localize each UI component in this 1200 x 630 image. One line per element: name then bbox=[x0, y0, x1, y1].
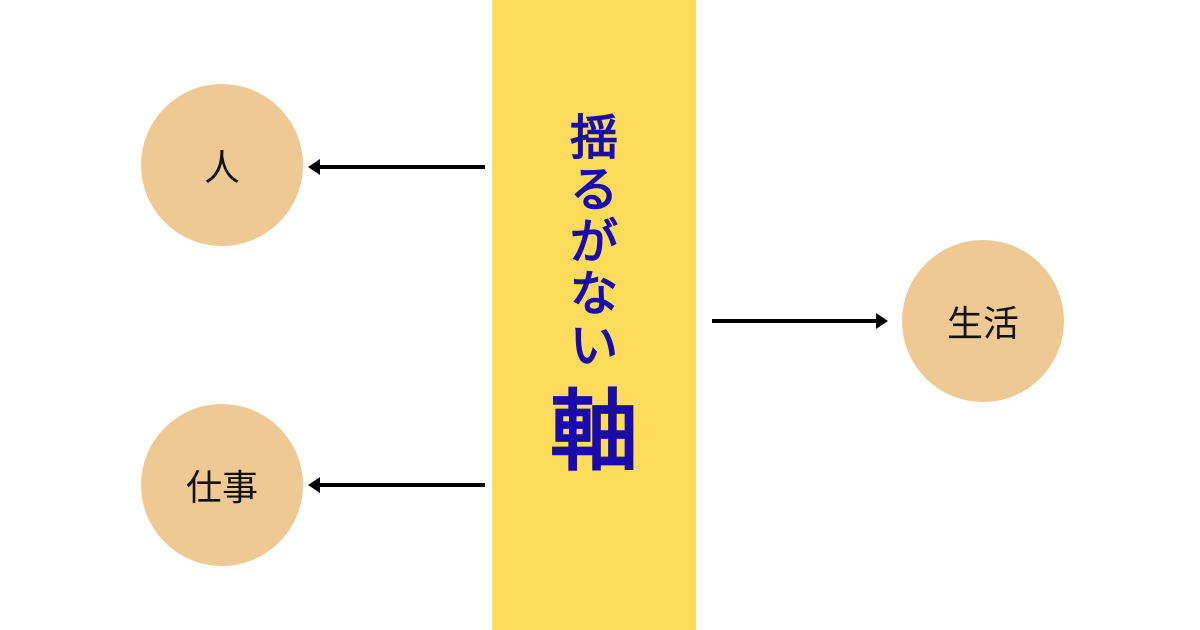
axis-label-char: 揺 bbox=[569, 110, 618, 166]
node-life-label: 生活 bbox=[946, 304, 1019, 345]
central-axis-band: 揺 る が な い 軸 bbox=[492, 0, 696, 630]
node-life: 生活 bbox=[902, 240, 1064, 402]
axis-label-char: る bbox=[569, 162, 618, 218]
node-work: 仕事 bbox=[141, 404, 303, 566]
arrow-to-work bbox=[308, 477, 485, 493]
axis-label-char: い bbox=[569, 318, 618, 374]
node-person: 人 bbox=[141, 84, 303, 246]
axis-label: 揺 る が な い 軸 bbox=[492, 112, 696, 482]
axis-main-char: 軸 bbox=[549, 380, 638, 483]
axis-label-char: が bbox=[569, 214, 618, 270]
arrow-to-person bbox=[308, 159, 485, 175]
node-work-label: 仕事 bbox=[185, 468, 258, 509]
node-person-label: 人 bbox=[203, 148, 240, 189]
axis-label-char: な bbox=[569, 266, 618, 322]
arrow-to-life bbox=[712, 313, 888, 329]
